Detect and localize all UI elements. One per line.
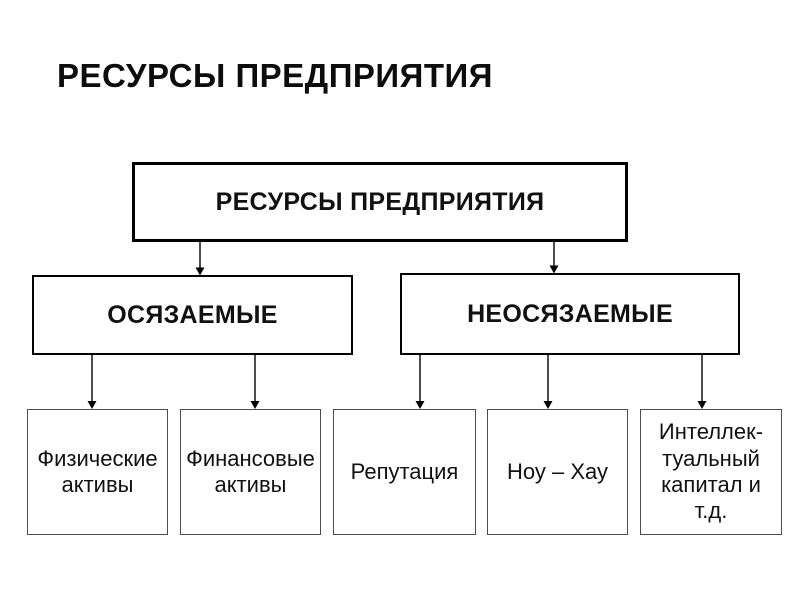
node-intangible: НЕОСЯЗАЕМЫЕ bbox=[400, 273, 740, 355]
node-enterprise-resources: РЕСУРСЫ ПРЕДПРИЯТИЯ bbox=[132, 162, 628, 242]
leaf-know-how: Ноу – Хау bbox=[487, 409, 628, 535]
leaf-financial-assets: Финансовые активы bbox=[180, 409, 321, 535]
slide-heading: РЕСУРСЫ ПРЕДПРИЯТИЯ bbox=[57, 57, 493, 94]
node-tangible: ОСЯЗАЕМЫЕ bbox=[32, 275, 353, 355]
leaf-intellectual-capital: Интеллек- туальный капитал и т.д. bbox=[640, 409, 782, 535]
leaf-reputation: Репутация bbox=[333, 409, 476, 535]
leaf-physical-assets: Физические активы bbox=[27, 409, 168, 535]
